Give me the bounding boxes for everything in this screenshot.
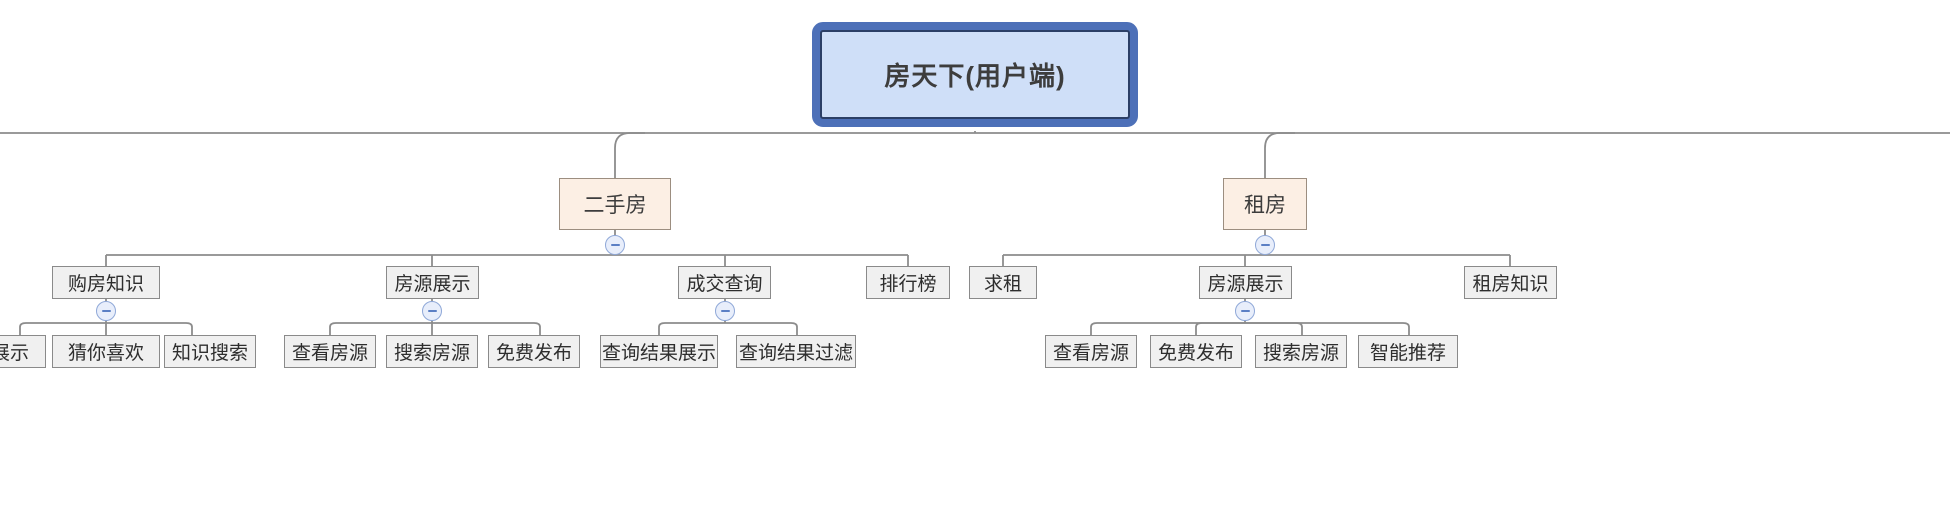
node-label: 免费发布	[1157, 343, 1234, 364]
node-goufangzhishi[interactable]: 购房知识	[52, 266, 160, 299]
node-label: 成交查询	[686, 274, 763, 295]
node-label: 租房	[1244, 194, 1286, 217]
minus-icon	[1260, 244, 1270, 246]
node-label: 猜你喜欢	[67, 343, 144, 364]
toggle-chengjiaochaxun-minus-icon[interactable]	[715, 301, 735, 321]
node-label: 免费发布	[495, 343, 572, 364]
node-zufangzhishi[interactable]: 租房知识	[1464, 266, 1557, 299]
minus-icon	[1240, 310, 1250, 312]
node-label: 查询结果展示	[601, 343, 716, 364]
leaf-chakanfangyuan-zufang[interactable]: 查看房源	[1045, 335, 1137, 368]
node-label: 房源展示	[394, 274, 471, 295]
minus-icon	[610, 244, 620, 246]
node-ershoufang[interactable]: 二手房	[559, 178, 671, 230]
node-chengjiaochaxun[interactable]: 成交查询	[678, 266, 771, 299]
leaf-mianfeifabu-zufang[interactable]: 免费发布	[1150, 335, 1242, 368]
minus-icon	[720, 310, 730, 312]
node-label: 知识搜索	[171, 343, 248, 364]
node-label: 智能推荐	[1369, 343, 1446, 364]
toggle-fangyuanzhanshi-zufang-minus-icon[interactable]	[1235, 301, 1255, 321]
root-node-fangtianxia[interactable]: 房天下(用户端)	[812, 22, 1138, 127]
node-label: 搜索房源	[1262, 343, 1339, 364]
node-label: 求租	[983, 274, 1022, 295]
toggle-zufang-minus-icon[interactable]	[1255, 235, 1275, 255]
node-label: 查询结果过滤	[738, 343, 853, 364]
node-label: 二手房	[583, 194, 647, 217]
leaf-zhanshi[interactable]: 展示	[0, 335, 46, 368]
node-label: 购房知识	[67, 274, 144, 295]
node-zufang[interactable]: 租房	[1223, 178, 1307, 230]
toggle-fangyuanzhanshi-ershoufang-minus-icon[interactable]	[422, 301, 442, 321]
node-fangyuanzhanshi-ershoufang[interactable]: 房源展示	[386, 266, 479, 299]
node-label: 排行榜	[879, 274, 937, 295]
node-fangyuanzhanshi-zufang[interactable]: 房源展示	[1199, 266, 1292, 299]
minus-icon	[101, 310, 111, 312]
leaf-zhinengtuijian[interactable]: 智能推荐	[1358, 335, 1458, 368]
toggle-ershoufang-minus-icon[interactable]	[605, 235, 625, 255]
leaf-chakanfangyuan-ershoufang[interactable]: 查看房源	[284, 335, 376, 368]
node-qiuzu[interactable]: 求租	[969, 266, 1037, 299]
node-label: 租房知识	[1472, 274, 1549, 295]
leaf-mianfeifabu-ershoufang[interactable]: 免费发布	[488, 335, 580, 368]
node-label: 查看房源	[1052, 343, 1129, 364]
leaf-zhishisousuo[interactable]: 知识搜索	[164, 335, 256, 368]
toggle-goufangzhishi-minus-icon[interactable]	[96, 301, 116, 321]
node-paihangbang[interactable]: 排行榜	[866, 266, 950, 299]
node-label: 展示	[0, 343, 29, 364]
leaf-chaxunjieguoguolv[interactable]: 查询结果过滤	[736, 335, 856, 368]
minus-icon	[427, 310, 437, 312]
leaf-chaxunjieguozhanshi[interactable]: 查询结果展示	[600, 335, 718, 368]
leaf-sousuofangyuan-ershoufang[interactable]: 搜索房源	[386, 335, 478, 368]
root-node-label: 房天下(用户端)	[820, 30, 1130, 119]
leaf-sousuofangyuan-zufang[interactable]: 搜索房源	[1255, 335, 1347, 368]
leaf-cainixihuan[interactable]: 猜你喜欢	[52, 335, 160, 368]
node-label: 查看房源	[291, 343, 368, 364]
node-label: 搜索房源	[393, 343, 470, 364]
node-label: 房源展示	[1207, 274, 1284, 295]
